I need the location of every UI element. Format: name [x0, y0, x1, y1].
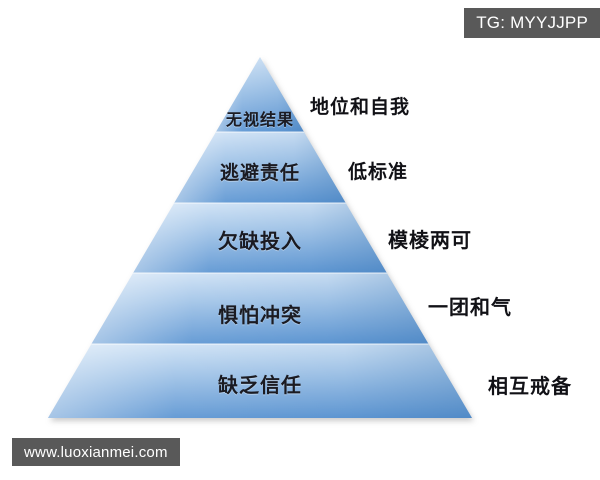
tier-3-side-label: 模棱两可 [388, 229, 472, 252]
pyramid-tier-3-shading [133, 203, 387, 273]
tier-1-side-label: 地位和自我 [310, 97, 411, 119]
website-watermark-badge: www.luoxianmei.com [12, 438, 180, 466]
pyramid-tier-2-shading [174, 132, 346, 203]
pyramid-tier-shading [48, 57, 472, 418]
pyramid-tier-4-shading [91, 273, 429, 344]
tier-4-side-label: 一团和气 [428, 296, 512, 319]
pyramid-tier-1-shading [215, 57, 305, 132]
pyramid-tier-5-shading [48, 344, 472, 418]
tier-5-side-label: 相互戒备 [488, 375, 572, 398]
tier-2-side-label: 低标准 [348, 162, 409, 184]
telegram-watermark-badge: TG: MYYJJPP [464, 8, 600, 38]
